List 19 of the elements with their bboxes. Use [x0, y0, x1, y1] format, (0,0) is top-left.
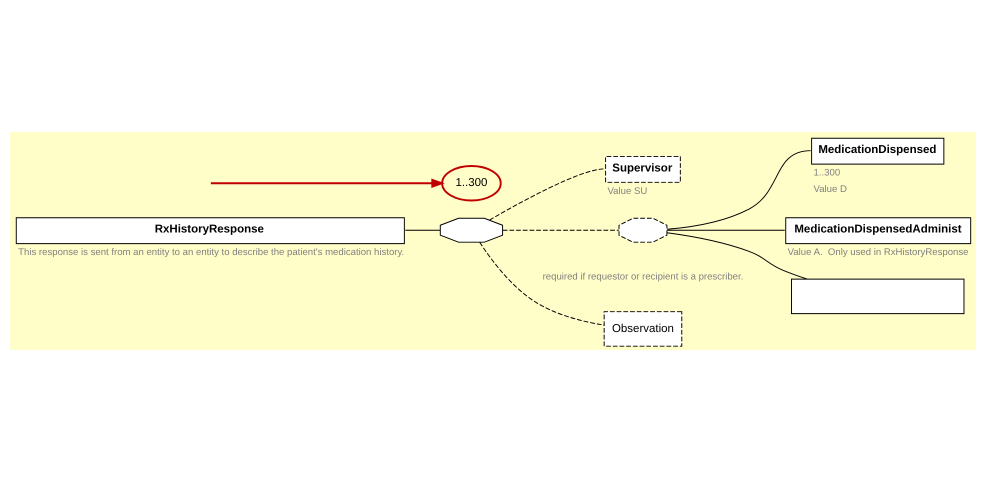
connector [666, 229, 786, 230]
node-label: 1..300 [814, 167, 840, 178]
node-label: Value A. Only used in RxHistoryResponse [788, 246, 969, 258]
connector [502, 229, 620, 230]
connector [488, 168, 606, 220]
node-ellipse: 1..300 [441, 164, 502, 201]
connector [479, 241, 604, 326]
connector [404, 229, 440, 230]
node-label: Value SU [608, 185, 648, 196]
node-label: This response is sent from an entity to an entity to describe the patient's medication history. [18, 246, 404, 258]
node-box [791, 278, 964, 314]
node-octagon [440, 217, 504, 242]
connector [666, 232, 808, 280]
arrow [210, 178, 445, 188]
node-box: Observation [604, 310, 682, 346]
connector [666, 150, 812, 230]
node-label: Value D [814, 183, 847, 194]
node-octagon [618, 217, 668, 242]
label: required if requestor or recipient is a prescriber. [542, 271, 744, 282]
